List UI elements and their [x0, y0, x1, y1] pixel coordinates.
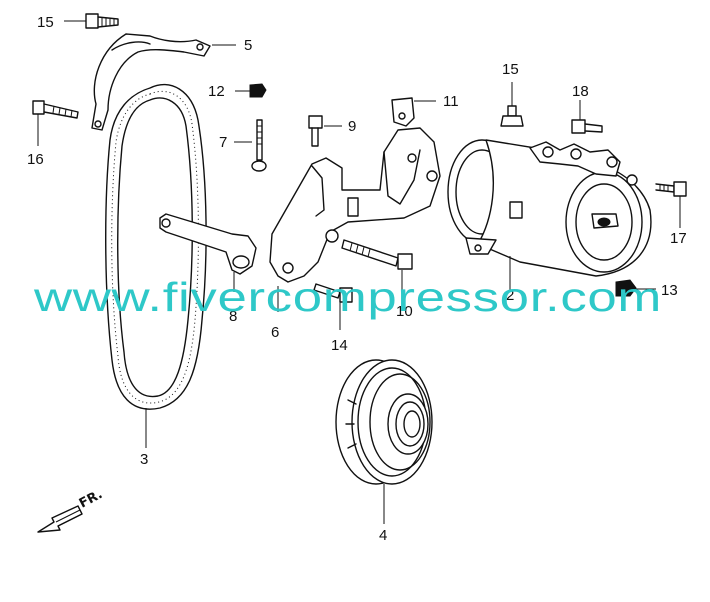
callout-9: 9 — [348, 118, 356, 135]
bolt-18 — [571, 100, 603, 134]
drive-belt-3 — [105, 83, 207, 448]
callout-18: 18 — [572, 83, 589, 100]
bolt-14 — [313, 283, 353, 330]
compressor-2 — [447, 139, 652, 290]
callout-7: 7 — [219, 134, 227, 151]
adjuster-bar-8 — [159, 213, 257, 292]
bolt-10 — [341, 239, 413, 296]
callout-8: 8 — [229, 308, 237, 325]
bolt-7 — [234, 119, 267, 172]
callout-5: 5 — [244, 37, 252, 54]
callout-2: 2 — [506, 287, 514, 304]
mounting-bracket-6 — [269, 127, 441, 312]
callout-15-top: 15 — [37, 14, 54, 31]
front-direction-arrow-icon — [37, 505, 83, 533]
nut-13 — [615, 279, 656, 297]
callout-13: 13 — [661, 282, 678, 299]
bolt-15-compressor — [500, 82, 524, 127]
bolt-17 — [655, 181, 687, 228]
callout-14: 14 — [331, 337, 348, 354]
callout-17: 17 — [670, 230, 687, 247]
bracket-11 — [391, 97, 436, 127]
callout-15-compressor: 15 — [502, 61, 519, 78]
callout-10: 10 — [396, 303, 413, 320]
clutch-pulley-4 — [335, 359, 433, 524]
belt-cover-bracket-5 — [91, 33, 236, 131]
bolt-15-top-left — [64, 13, 119, 29]
front-arrow-label: FR. — [77, 487, 105, 512]
nut-12 — [235, 83, 267, 98]
callout-6: 6 — [271, 324, 279, 341]
callout-3: 3 — [140, 451, 148, 468]
bolt-16 — [32, 100, 79, 146]
watermark-text: www.fivercompressor.com — [33, 274, 662, 320]
callout-12: 12 — [208, 83, 225, 100]
callout-11: 11 — [443, 93, 459, 110]
bolt-9 — [308, 115, 342, 147]
callout-4: 4 — [379, 527, 387, 544]
callout-16: 16 — [27, 151, 44, 168]
